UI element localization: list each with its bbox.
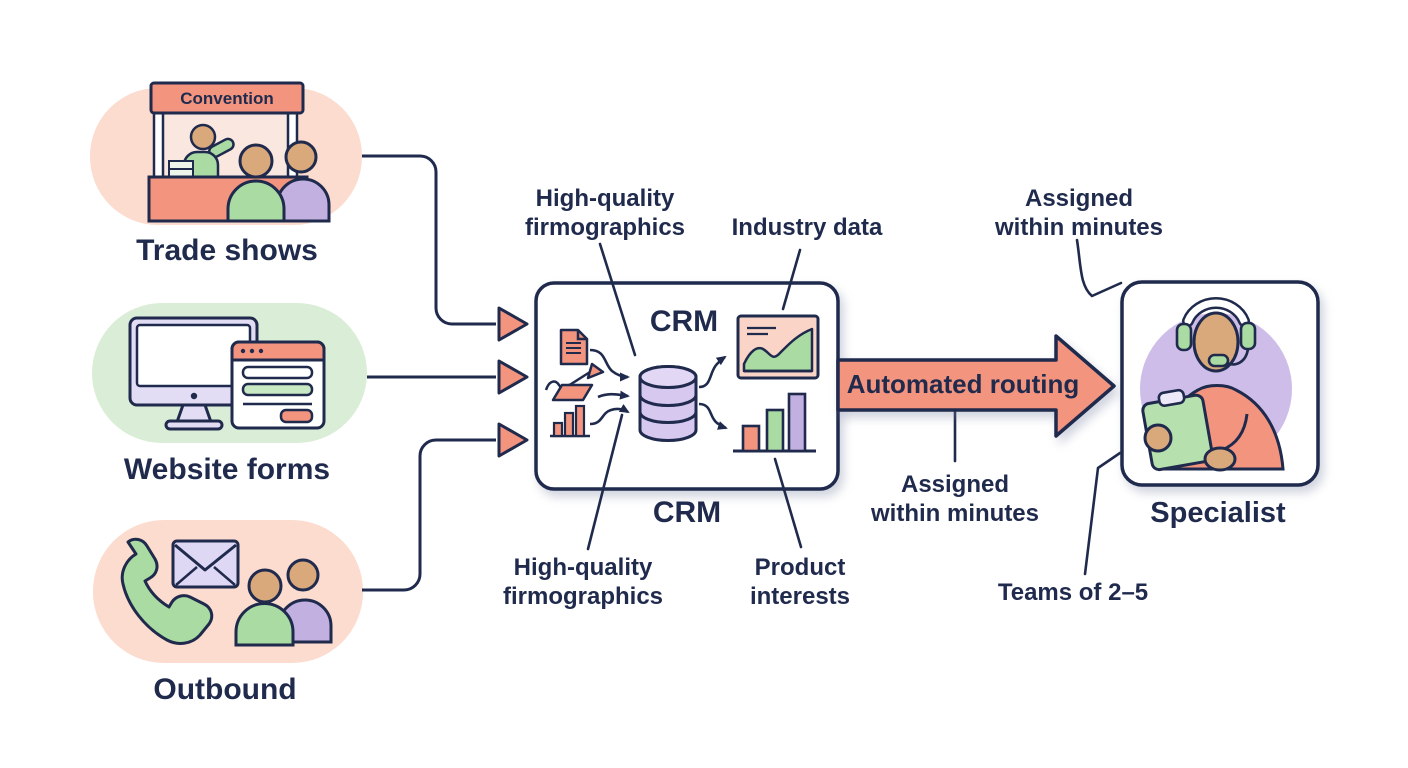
label-product-interests: Product interests	[720, 553, 880, 611]
flow-arrow-icon	[589, 404, 630, 426]
source-pill-website-forms	[92, 303, 367, 443]
document-icon	[559, 328, 589, 366]
visitors-icon	[226, 140, 331, 223]
label-line: Product	[754, 554, 846, 581]
automated-routing-arrow	[836, 334, 1116, 438]
source-pill-outbound	[93, 520, 363, 663]
source-label-website-forms: Website forms	[123, 453, 331, 486]
label-line: firmographics	[524, 214, 686, 242]
leader-industry-data	[781, 248, 802, 311]
connector-outbound	[362, 438, 496, 592]
arrowhead-icon	[497, 359, 529, 395]
form-field-icon	[241, 365, 314, 380]
flow-arrow-icon	[589, 348, 630, 382]
input-arrowheads	[497, 306, 529, 458]
leader-product-interests	[773, 457, 803, 549]
label-line: firmographics	[502, 583, 664, 611]
browser-form-icon	[230, 340, 326, 430]
mini-bar-chart-icon	[550, 404, 590, 438]
support-agent-icon	[1140, 297, 1292, 472]
connector-trade-shows	[362, 154, 496, 326]
crm-flow-arrows	[589, 348, 728, 430]
convention-banner	[149, 81, 305, 115]
crm-caption: CRM	[652, 496, 722, 529]
leader-lines	[586, 238, 1123, 576]
label-line: High-quality	[513, 554, 653, 581]
label-industry-data: Industry data	[731, 214, 883, 241]
send-icon	[544, 362, 605, 402]
crm-title: CRM	[649, 305, 719, 338]
area-chart-icon	[736, 314, 820, 380]
leader-teams	[1083, 451, 1122, 576]
source-label-trade-shows: Trade shows	[136, 234, 318, 267]
label-high-quality-firmographics-top: High-quality firmographics	[505, 184, 705, 242]
flow-arrow-icon	[597, 390, 630, 400]
label-high-quality-firmographics-bottom: High-quality firmographics	[483, 553, 683, 611]
label-line: High-quality	[535, 185, 675, 212]
source-connectors	[362, 154, 496, 592]
headset-icon	[1175, 297, 1257, 368]
flow-arrow-icon	[698, 402, 728, 430]
people-icon	[234, 558, 333, 647]
label-assigned-within-minutes-top: Assigned within minutes	[979, 184, 1179, 242]
database-icon	[638, 365, 698, 442]
automated-routing-label: Automated routing	[846, 369, 1080, 399]
specialist-label: Specialist	[1150, 497, 1286, 529]
bar-chart-icon	[733, 392, 816, 453]
trade-show-booth-icon	[147, 81, 331, 223]
label-line: Assigned	[1024, 185, 1134, 212]
label-assigned-within-minutes-bottom: Assigned within minutes	[855, 470, 1055, 528]
crm-input-icons	[544, 328, 605, 438]
source-label-outbound: Outbound	[153, 673, 297, 706]
arrowhead-icon	[497, 306, 529, 342]
arrowhead-icon	[497, 422, 529, 458]
flow-arrow-icon	[698, 355, 727, 389]
form-field-filled-icon	[241, 382, 314, 397]
label-line: within minutes	[995, 214, 1163, 242]
label-line: Assigned	[900, 471, 1010, 498]
leader-assigned-top	[1075, 238, 1123, 298]
leader-high-quality-top	[598, 242, 637, 357]
source-pill-trade-shows	[90, 81, 362, 225]
leader-high-quality-bottom	[586, 413, 624, 551]
convention-badge-label: Convention	[180, 88, 274, 108]
label-line: within minutes	[871, 500, 1039, 528]
label-teams-of: Teams of 2–5	[997, 579, 1149, 606]
phone-icon	[120, 537, 214, 645]
envelope-icon	[171, 539, 240, 589]
submit-button-icon	[279, 408, 314, 424]
label-line: interests	[749, 583, 851, 611]
